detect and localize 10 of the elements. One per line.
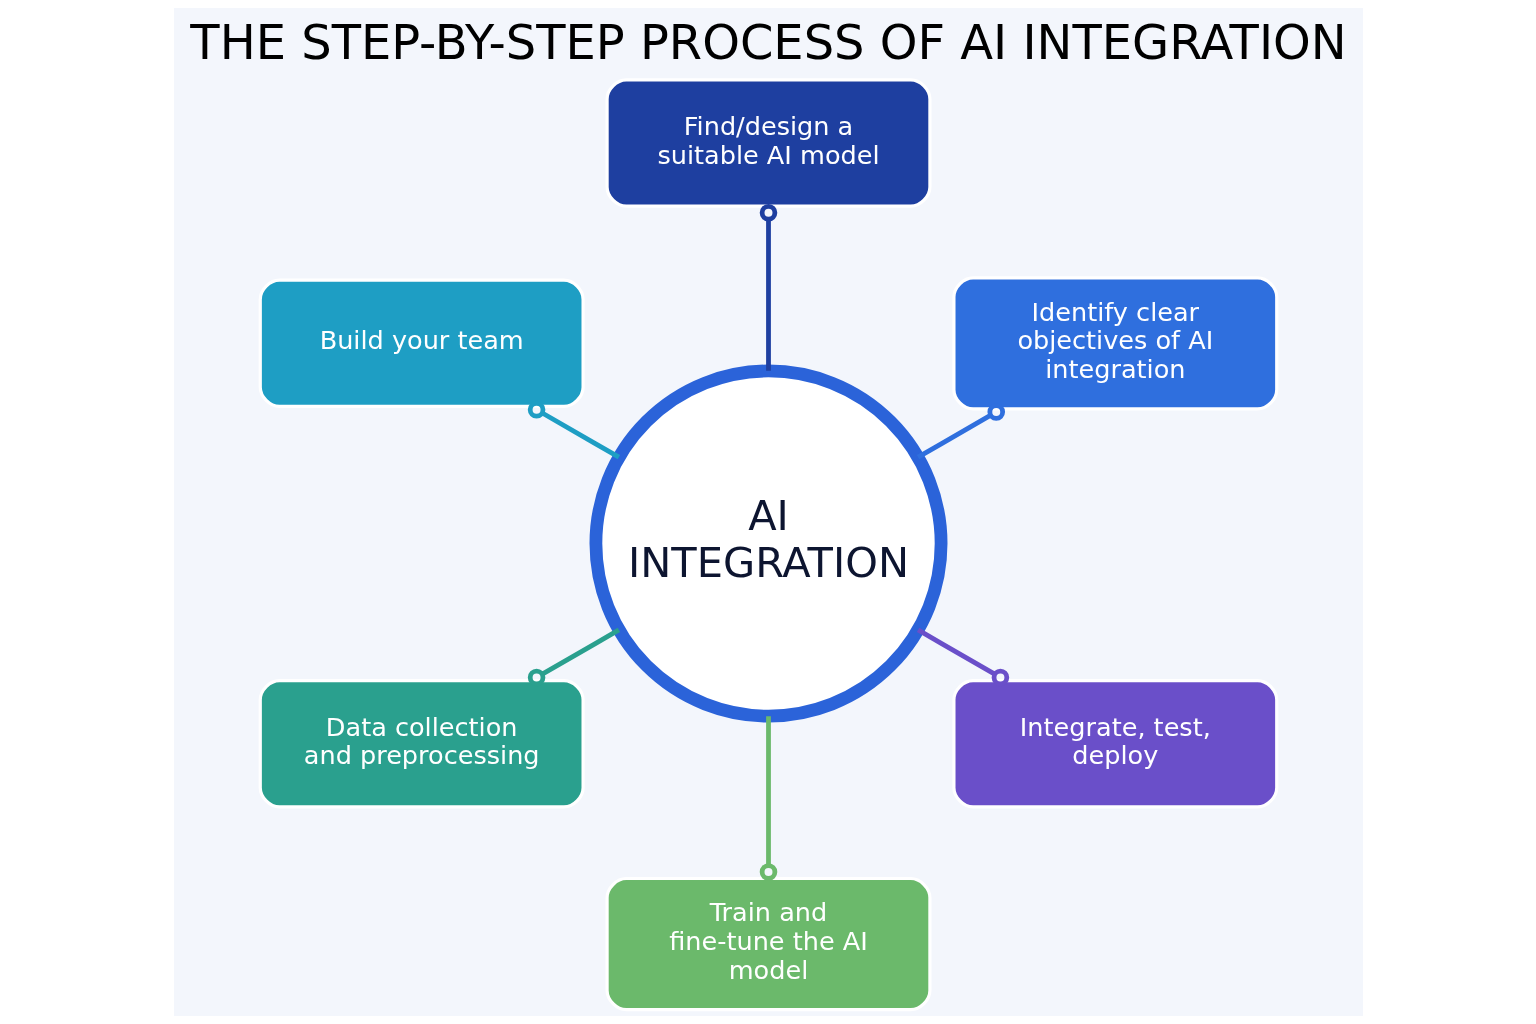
node-box: Integrate, test, deploy <box>951 679 1278 809</box>
node-box: Find/design a suitable AI model <box>605 78 931 208</box>
node-box: Identify clear objectives of AI integration <box>951 276 1278 411</box>
node-box: Data collection and preprocessing <box>258 679 585 809</box>
diagram-title: THE STEP-BY-STEP PROCESS OF AI INTEGRATION <box>189 15 1347 71</box>
node-circle: AI INTEGRATION <box>589 364 947 723</box>
connector <box>759 716 777 881</box>
node-box: Train and fine-tune the AI model <box>605 876 931 1012</box>
node-box: Build your team <box>258 278 585 409</box>
connector <box>759 204 777 371</box>
